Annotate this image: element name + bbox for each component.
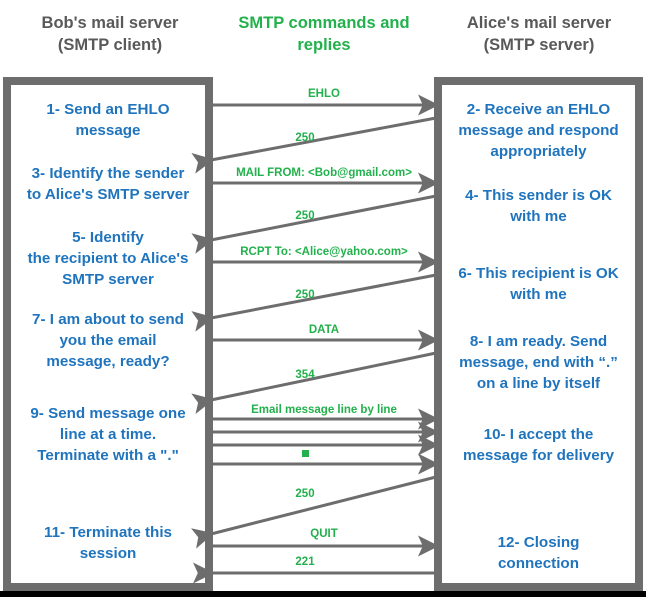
- label-email-body: Email message line by line: [251, 404, 397, 416]
- client-step-5: 5- Identify the recipient to Alice's SMT…: [27, 229, 189, 288]
- label-250-c: 250: [295, 289, 315, 301]
- column-heading-client: Bob's mail server (SMTP client): [2, 12, 218, 56]
- server-step-12: 12- Closing connection: [497, 534, 580, 572]
- client-panel: 1- Send an EHLO message 3- Identify the …: [3, 77, 213, 591]
- server-steps-container: 2- Receive an EHLO message and respond a…: [442, 85, 635, 583]
- protocol-heading-line1: SMTP commands and: [238, 14, 410, 32]
- message-terminator-dot-icon: [301, 449, 310, 458]
- column-heading-server: Alice's mail server (SMTP server): [432, 12, 646, 56]
- server-step-10: 10- I accept the message for delivery: [462, 426, 615, 464]
- client-step-1: 1- Send an EHLO message: [46, 101, 170, 139]
- server-step-4: 4- This sender is OK with me: [465, 187, 612, 225]
- label-250-b: 250: [295, 210, 315, 222]
- bottom-edge-bar: [0, 591, 646, 597]
- column-heading-protocol: SMTP commands and replies: [220, 12, 428, 56]
- server-heading-line2: (SMTP server): [483, 36, 595, 54]
- client-step-3: 3- Identify the sender to Alice's SMTP s…: [26, 165, 190, 203]
- label-mail-from: MAIL FROM: <Bob@gmail.com>: [236, 167, 412, 179]
- label-354: 354: [295, 369, 315, 381]
- client-heading-line1: Bob's mail server: [41, 14, 179, 32]
- label-quit: QUIT: [310, 528, 338, 540]
- server-panel: 2- Receive an EHLO message and respond a…: [434, 77, 643, 591]
- server-heading-line1: Alice's mail server: [466, 14, 612, 32]
- client-heading-line2: (SMTP client): [57, 36, 163, 54]
- protocol-heading-line2: replies: [297, 36, 351, 54]
- label-250-d: 250: [295, 488, 315, 500]
- label-221: 221: [295, 556, 315, 568]
- label-ehlo: EHLO: [308, 88, 340, 100]
- client-steps-container: 1- Send an EHLO message 3- Identify the …: [11, 85, 205, 583]
- client-step-11: 11- Terminate this session: [43, 524, 172, 562]
- label-rcpt-to: RCPT To: <Alice@yahoo.com>: [240, 246, 408, 258]
- label-data: DATA: [308, 324, 340, 336]
- server-step-6: 6- This recipient is OK with me: [458, 265, 619, 303]
- client-step-7: 7- I am about to send you the email mess…: [32, 311, 184, 370]
- server-step-2: 2- Receive an EHLO message and respond a…: [458, 101, 619, 160]
- client-step-9: 9- Send message one line at a time. Term…: [30, 405, 186, 464]
- label-250-a: 250: [295, 132, 315, 144]
- server-step-8: 8- I am ready. Send message, end with “.…: [459, 333, 618, 392]
